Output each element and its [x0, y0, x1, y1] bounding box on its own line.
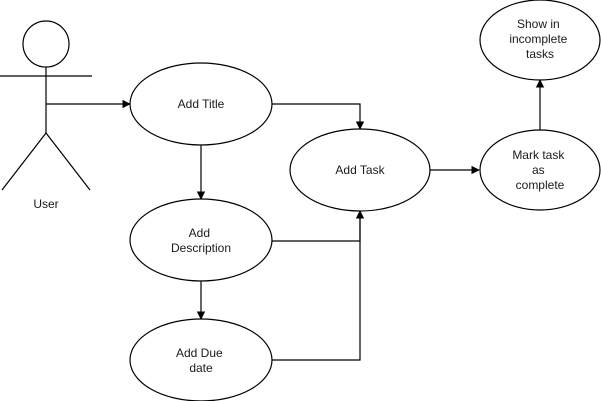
use-case-mark-complete: Mark task as complete — [479, 129, 601, 211]
use-case-label: Show in incomplete tasks — [509, 17, 570, 61]
label-line: Description — [171, 241, 231, 255]
label-line: tasks — [526, 47, 554, 61]
use-case-shape — [129, 198, 273, 282]
label-line: Add Due — [176, 346, 223, 360]
use-case-show-incomplete: Show in incomplete tasks — [479, 0, 601, 81]
use-case-shape — [479, 129, 601, 211]
actor-user — [0, 20, 92, 191]
use-case-label: Add Title — [178, 97, 225, 111]
label-line: as — [532, 163, 545, 177]
label-line: Show in — [517, 17, 560, 31]
use-case-shape — [129, 62, 273, 146]
label-line: Add Title — [178, 97, 225, 111]
label-line: Add Task — [335, 163, 385, 177]
connectors — [46, 79, 545, 361]
label-line: date — [189, 361, 213, 375]
use-case-add-title: Add Title — [129, 62, 273, 146]
use-case-label: Add Description — [171, 226, 231, 255]
edge-add-due-date-to-add-task — [272, 211, 361, 361]
use-case-label: Add Due date — [176, 346, 226, 375]
use-case-add-description: Add Description — [129, 198, 273, 282]
actor-right-leg — [45, 132, 91, 191]
label-line: incomplete — [509, 32, 567, 46]
use-case-shape — [479, 0, 601, 81]
actor-left-leg — [1, 132, 47, 191]
use-case-label: Mark task as complete — [512, 148, 567, 192]
use-case-label: Add Task — [335, 163, 385, 177]
actor-head — [22, 20, 70, 68]
use-case-shape — [129, 318, 273, 401]
label-line: complete — [516, 178, 565, 192]
edge-add-description-to-add-task — [272, 210, 365, 242]
label-line: Add — [189, 226, 210, 240]
use-case-add-due-date: Add Due date — [129, 318, 273, 401]
label-line: Mark task — [512, 148, 565, 162]
actor-label: User — [33, 197, 58, 211]
edge-add-title-to-add-task — [272, 103, 365, 130]
use-case-shape — [289, 128, 431, 212]
use-case-add-task: Add Task — [289, 128, 431, 212]
